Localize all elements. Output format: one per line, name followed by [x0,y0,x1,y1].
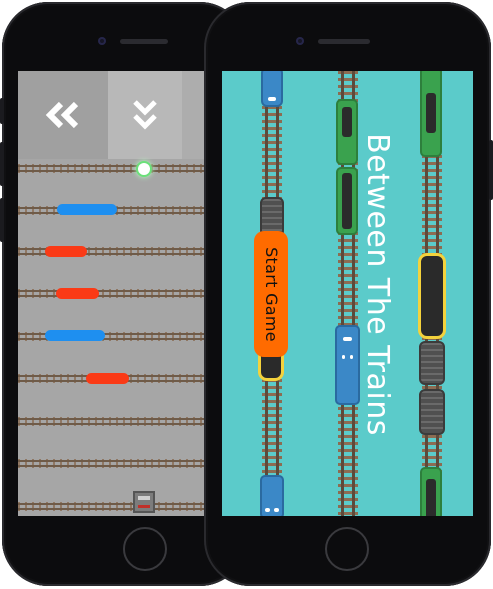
volume-up-button [0,142,4,186]
start-game-label: Start Game [261,246,281,342]
home-button [325,527,369,571]
rail-track [18,164,206,173]
red-obstacle-bar [56,288,99,299]
front-camera [296,37,304,45]
train-car [419,341,445,385]
move-down-button[interactable] [108,71,182,159]
train-car [261,71,283,107]
train-car [418,253,446,339]
power-button [489,140,493,200]
red-obstacle-bar [45,246,87,257]
back-button[interactable] [18,71,108,159]
double-chevron-down-icon [133,100,157,130]
control-bar-edge [182,71,206,159]
train-car [260,475,284,516]
rail-track [18,289,206,298]
rail-track [18,502,206,511]
game-title-text: Between The Trains [359,132,395,436]
train-car [335,325,360,405]
top-control-bar [18,71,206,159]
player-marker[interactable] [138,163,150,175]
train-car [419,389,445,435]
blue-obstacle-bar [45,330,105,341]
train-car [336,99,358,165]
rail-track [18,247,206,256]
double-chevron-left-icon [45,102,79,128]
home-button [123,527,167,571]
rail-track [18,459,206,468]
rail-track [18,332,206,341]
game-screen [18,71,206,516]
train-car [260,197,284,237]
mute-switch [0,98,4,124]
game-title: Between The Trains [357,89,397,479]
front-camera [98,37,106,45]
title-screen: Start Game Between The Trains [222,71,473,516]
train-car [336,167,358,235]
blue-obstacle-bar [57,204,117,215]
train-car [420,467,442,516]
earpiece-speaker [120,39,168,44]
player-car-icon [133,491,155,513]
volume-down-button [0,198,4,242]
earpiece-speaker [318,39,370,44]
rail-track [18,417,206,426]
start-game-button[interactable]: Start Game [254,231,288,357]
red-obstacle-bar [86,373,129,384]
train-car [420,71,442,157]
